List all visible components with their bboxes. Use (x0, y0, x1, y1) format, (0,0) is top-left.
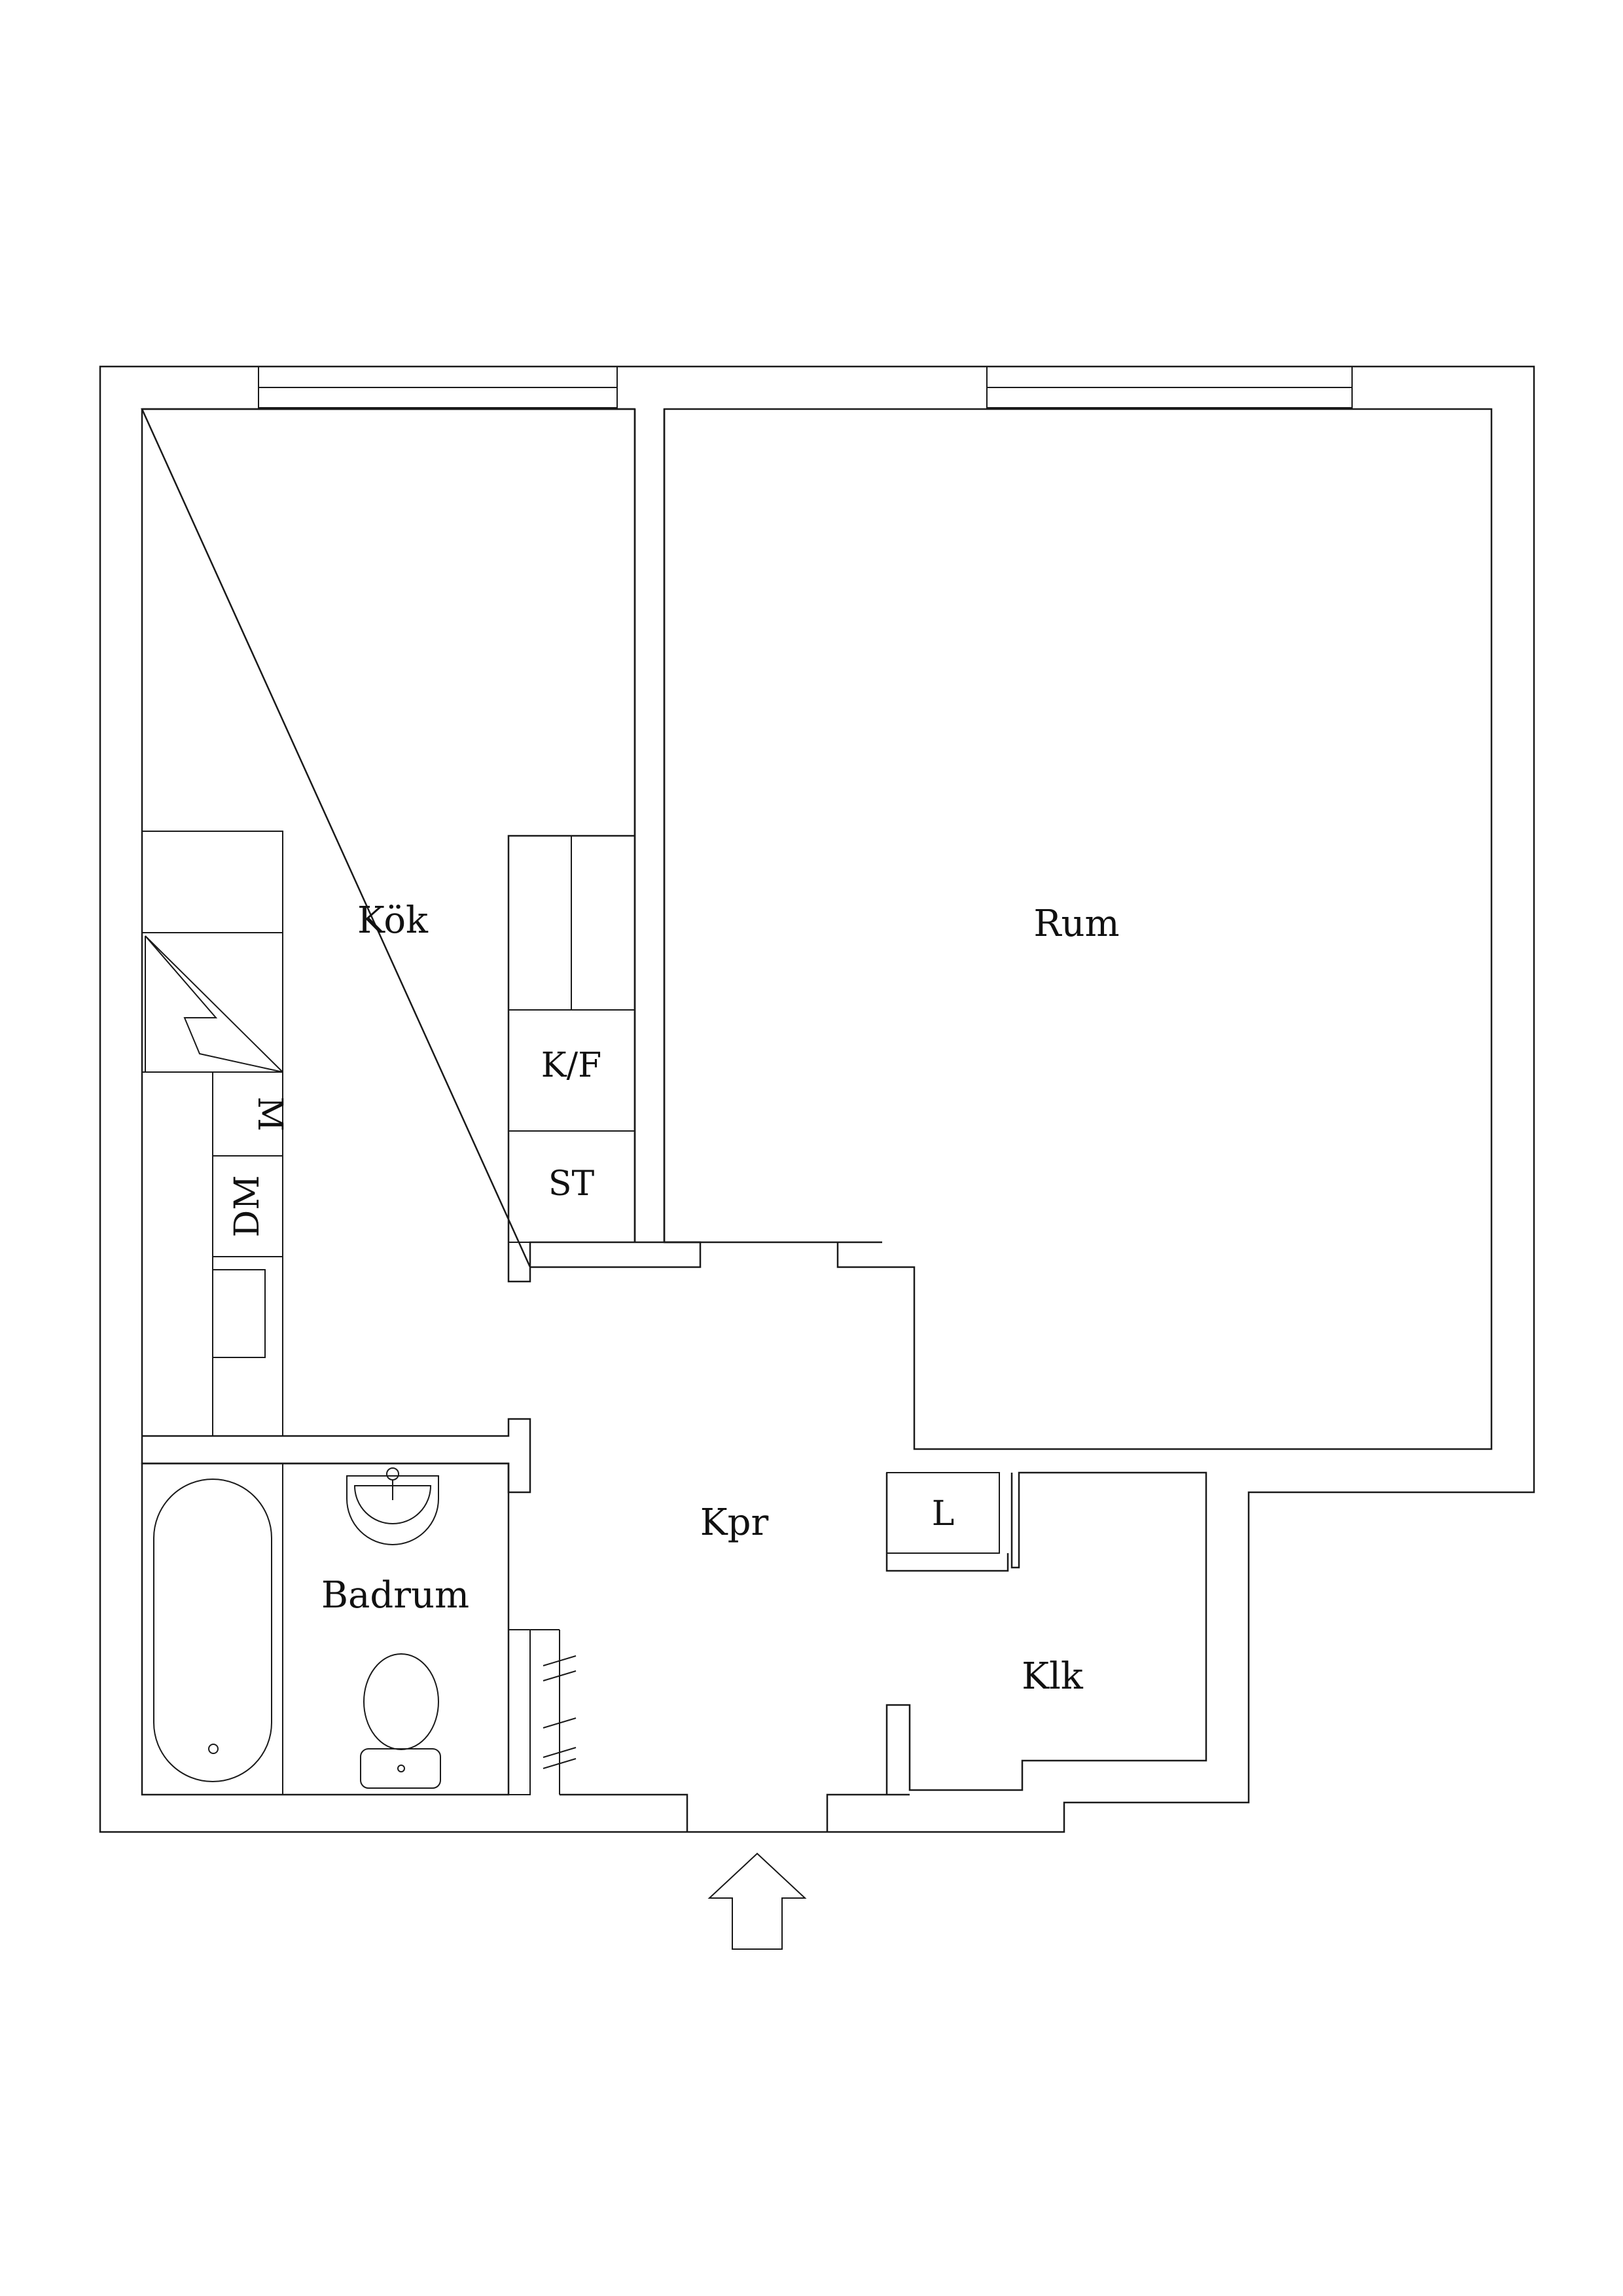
appliance-label-linen-closet: L (932, 1494, 955, 1534)
window-icon (258, 366, 618, 408)
closet-wall (885, 1471, 1207, 1795)
kitchen-sink (212, 1269, 266, 1358)
room-label-hall: Kpr (700, 1501, 769, 1544)
kitchen-room-outline (141, 409, 531, 1494)
room-label-living-room: Rum (1033, 903, 1119, 945)
sink-icon (346, 1467, 439, 1545)
kitchen-wall (141, 408, 702, 1283)
stove-icon (145, 935, 283, 1073)
appliance-label-fridge-freezer: K/F (541, 1046, 601, 1085)
toilet-icon (360, 1653, 441, 1789)
bathroom-wall (141, 1462, 510, 1796)
bathtub-icon (153, 1479, 272, 1782)
living-room-wall (663, 408, 1493, 1450)
appliance-label-microwave: M (250, 1096, 289, 1131)
window-icon (986, 366, 1353, 408)
room-label-kitchen: Kök (357, 899, 429, 942)
entrance-arrow-icon (707, 1852, 807, 1950)
room-label-bathroom: Badrum (321, 1574, 469, 1617)
appliance-label-wardrobe: ST (548, 1164, 595, 1204)
appliance-label-dishwasher: DM (228, 1175, 267, 1238)
outer-wall (99, 365, 1535, 1833)
room-label-closet: Klk (1022, 1655, 1084, 1698)
hall-wardrobe (508, 1629, 577, 1795)
